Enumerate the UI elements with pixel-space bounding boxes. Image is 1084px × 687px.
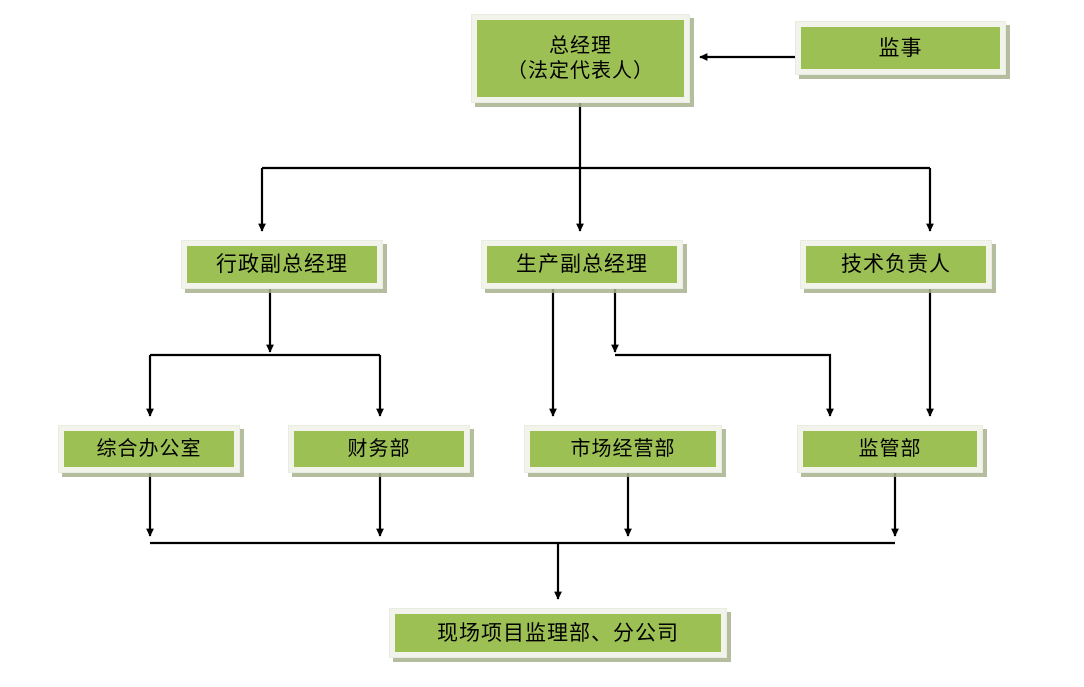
node-regulation-dept-fill: 监管部 <box>803 431 977 467</box>
node-finance-dept-label: 财务部 <box>347 437 411 460</box>
node-regulation-dept[interactable]: 监管部 <box>797 425 983 473</box>
node-production-vice-gm[interactable]: 生产副总经理 <box>481 240 683 289</box>
node-site-supervision-branch-label: 现场项目监理部、分公司 <box>437 620 679 645</box>
node-general-office-label: 综合办公室 <box>96 437 202 460</box>
node-supervisor[interactable]: 监事 <box>795 21 1006 75</box>
node-market-dept-label: 市场经营部 <box>570 437 676 460</box>
node-general-manager-fill: 总经理 （法定代表人） <box>477 20 684 97</box>
node-supervisor-fill: 监事 <box>801 27 1000 69</box>
node-finance-dept[interactable]: 财务部 <box>288 425 470 473</box>
node-general-office-fill: 综合办公室 <box>64 431 234 467</box>
node-general-manager-sublabel: （法定代表人） <box>507 59 654 82</box>
node-supervisor-label: 监事 <box>878 35 923 60</box>
node-site-supervision-branch-fill: 现场项目监理部、分公司 <box>395 614 721 652</box>
node-production-vice-gm-label: 生产副总经理 <box>516 252 648 277</box>
node-admin-vice-gm-fill: 行政副总经理 <box>187 246 377 283</box>
node-general-manager[interactable]: 总经理 （法定代表人） <box>471 14 690 103</box>
node-admin-vice-gm[interactable]: 行政副总经理 <box>181 240 383 289</box>
node-production-vice-gm-fill: 生产副总经理 <box>487 246 677 283</box>
node-technical-lead-fill: 技术负责人 <box>806 246 986 283</box>
node-market-dept-fill: 市场经营部 <box>530 431 716 467</box>
node-technical-lead[interactable]: 技术负责人 <box>800 240 992 289</box>
node-technical-lead-label: 技术负责人 <box>841 252 951 277</box>
node-site-supervision-branch[interactable]: 现场项目监理部、分公司 <box>389 608 727 658</box>
node-regulation-dept-label: 监管部 <box>858 437 922 460</box>
node-general-office[interactable]: 综合办公室 <box>58 425 240 473</box>
node-general-manager-label: 总经理 <box>549 34 612 57</box>
edge-prod-vgm-elbow-run <box>615 353 834 417</box>
node-market-dept[interactable]: 市场经营部 <box>524 425 722 473</box>
node-finance-dept-fill: 财务部 <box>294 431 464 467</box>
node-admin-vice-gm-label: 行政副总经理 <box>216 252 348 277</box>
